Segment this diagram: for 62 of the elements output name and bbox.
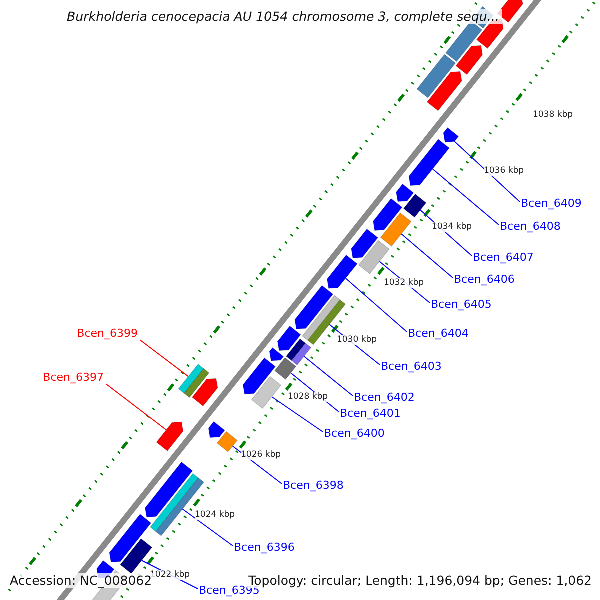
gene-bar: [380, 212, 412, 247]
gene-shape: [144, 462, 194, 518]
gene-label: Bcen_6404: [408, 327, 469, 340]
gene-bar: [358, 240, 390, 274]
leader-line: [140, 340, 189, 378]
gene-shape: [192, 378, 218, 407]
gene-label: Bcen_6409: [521, 197, 582, 210]
gene-shape: [426, 71, 462, 112]
gene-label: Bcen_6397: [43, 371, 104, 384]
scale-label: 1024 kbp: [195, 510, 236, 520]
leader-line: [345, 278, 408, 332]
scale-label: 1032 kbp: [384, 278, 424, 288]
leader-line: [432, 168, 500, 226]
scale-label: 1030 kbp: [337, 335, 378, 345]
gene-label: Bcen_6396: [234, 541, 295, 554]
gene-label: Bcen_6405: [431, 298, 492, 311]
gene-label: Bcen_6398: [283, 479, 344, 492]
gene-shape: [408, 139, 450, 186]
gene-shape: [156, 422, 184, 452]
gene-bar: [274, 357, 297, 380]
gene-shape: [351, 228, 379, 259]
leader-line: [182, 508, 234, 546]
footer-text: Topology: circular; Length: 1,196,094 bp; Genes: 1,062: [246, 573, 594, 588]
gene-label: Bcen_6402: [354, 391, 415, 404]
footer-text: Accession: NC_008062: [8, 573, 154, 588]
leader-line: [272, 396, 324, 432]
gene-shape: [242, 358, 276, 395]
leader-line: [401, 234, 454, 278]
gene-shape: [396, 184, 414, 202]
gene-shape: [109, 514, 152, 563]
gene-shape: [326, 254, 358, 289]
scale-label: 1036 kbp: [484, 166, 524, 176]
gene-label: Bcen_6407: [473, 251, 534, 264]
gene-shape: [456, 45, 484, 76]
gene-label: Bcen_6399: [77, 327, 138, 340]
title: Burkholderia cenocepacia AU 1054 chromosome 3, complete sequ...: [64, 9, 502, 24]
gene-shape: [269, 347, 284, 362]
leader-line: [454, 141, 520, 202]
scale-label: 1022 kbp: [150, 570, 190, 580]
gene-bar: [178, 364, 210, 398]
gene-shape: [373, 198, 403, 232]
scale-label: 1038 kbp: [533, 110, 574, 120]
scale-label: 1034 kbp: [432, 222, 472, 232]
gene-label: Bcen_6408: [500, 220, 561, 233]
gene-bar: [251, 376, 282, 410]
gene-shape: [443, 127, 460, 143]
gene-label: Bcen_6403: [381, 360, 442, 373]
gene-bar: [286, 338, 312, 366]
gene-bar: [416, 54, 456, 98]
gene-shape: [277, 326, 302, 352]
gene-shape: [294, 285, 334, 330]
gene-label: Bcen_6401: [340, 407, 401, 420]
leader-line: [304, 356, 354, 396]
gene-label: Bcen_6406: [454, 273, 515, 286]
gene-bar: [120, 538, 153, 574]
gene-bar: [403, 194, 427, 218]
gene-label: Bcen_6400: [324, 427, 385, 440]
gene-shape: [208, 421, 226, 438]
leader-line: [106, 384, 167, 431]
scale-label: 1026 kbp: [241, 450, 282, 460]
scale-label: 1028 kbp: [288, 392, 328, 402]
gene-bar: [216, 431, 238, 452]
